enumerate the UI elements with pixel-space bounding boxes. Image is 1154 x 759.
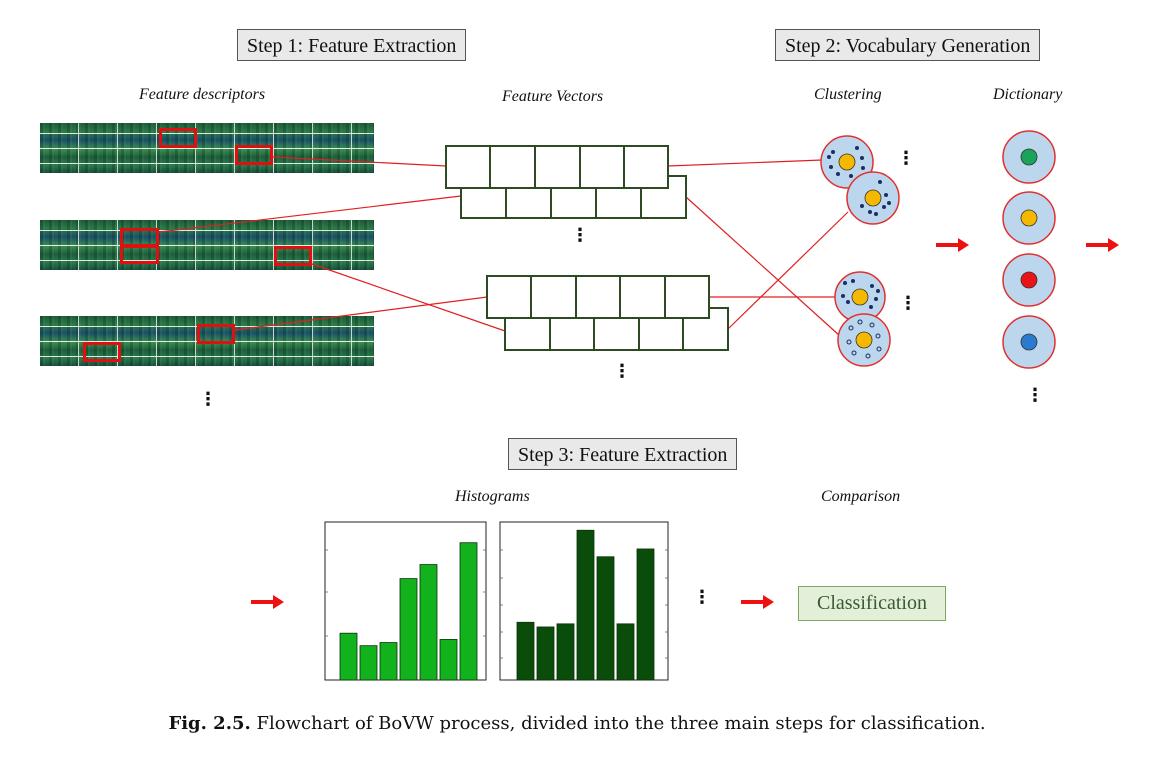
- cluster-4: [837, 313, 891, 367]
- cluster-2: [846, 171, 900, 225]
- histogram-2: [499, 521, 669, 681]
- arrow-to-classification: [741, 595, 774, 609]
- flow-arrows: [251, 238, 1119, 609]
- histogram-2-bar-4: [576, 529, 595, 681]
- spectrogram-2: [40, 220, 374, 270]
- dictionary-word-center: [1020, 148, 1038, 166]
- caption-text: Flowchart of BoVW process, divided into …: [250, 713, 986, 734]
- histogram-1-bar-7: [459, 542, 478, 681]
- dictionary: [1002, 130, 1056, 369]
- descriptor-box: [197, 324, 235, 344]
- histogram-2-bar-2: [536, 626, 555, 681]
- histogram-1-bar-5: [419, 564, 438, 681]
- figure-caption: Fig. 2.5. Flowchart of BoVW process, div…: [0, 713, 1154, 734]
- step1-header: Step 1: Feature Extraction: [237, 29, 467, 61]
- histogram-2-bar-3: [556, 623, 575, 681]
- clustering-label: Clustering: [814, 86, 882, 103]
- caption-prefix: Fig. 2.5.: [168, 713, 251, 734]
- histogram-2-bar-7: [636, 548, 655, 681]
- histogram-2-bar-1: [516, 621, 535, 681]
- descriptor-box: [120, 244, 159, 264]
- link-lines: [158, 156, 849, 337]
- step2-header: Step 2: Vocabulary Generation: [775, 29, 1041, 61]
- histogram-1-bar-2: [359, 645, 378, 681]
- dictionary-word-center: [1020, 209, 1038, 227]
- descriptor-box: [274, 246, 312, 266]
- arrow-to-dictionary: [936, 238, 969, 252]
- spectrogram-1: [40, 123, 374, 173]
- histogram-2-bar-5: [596, 556, 615, 681]
- arrow-to-histograms: [251, 595, 284, 609]
- dictionary-word-center: [1020, 333, 1038, 351]
- comparison-label: Comparison: [821, 488, 901, 505]
- histogram-2-bar-6: [616, 623, 635, 681]
- histogram-1: [324, 521, 487, 681]
- feature-vectors-label: Feature Vectors: [502, 88, 604, 105]
- cluster-3: [834, 271, 886, 323]
- histogram-1-bar-3: [379, 642, 398, 681]
- histogram-1-bar-6: [439, 639, 458, 681]
- feature-vector-group-1: [445, 145, 687, 219]
- descriptor-box: [159, 128, 197, 148]
- descriptor-box: [235, 145, 273, 165]
- histogram-1-bar-1: [339, 632, 358, 681]
- histogram-1-bar-4: [399, 578, 418, 681]
- histograms-label: Histograms: [455, 488, 530, 505]
- descriptor-box: [83, 342, 121, 362]
- arrow-from-dictionary: [1086, 238, 1119, 252]
- step3-header: Step 3: Feature Extraction: [508, 438, 738, 470]
- dictionary-word-center: [1020, 271, 1038, 289]
- dictionary-label: Dictionary: [993, 86, 1063, 103]
- classification-box: Classification: [798, 586, 946, 621]
- feature-vector-group-2: [486, 275, 729, 351]
- feature-descriptors-label: Feature descriptors: [139, 86, 266, 103]
